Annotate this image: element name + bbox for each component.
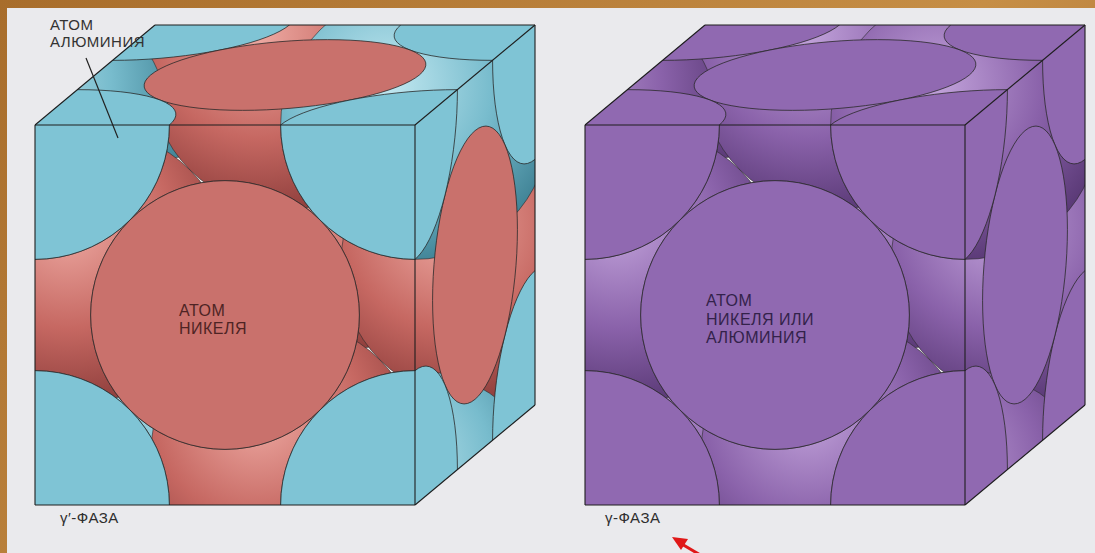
unit-cell xyxy=(0,0,676,553)
atom-name: АТОМ НИКЕЛЯ xyxy=(179,302,247,339)
cell-edge xyxy=(415,405,535,505)
atom-name: АТОМ НИКЕЛЯ ИЛИ АЛЮМИНИЯ xyxy=(706,292,820,347)
unit-cell xyxy=(444,0,1095,553)
cell-edge xyxy=(965,25,1085,125)
phase-caption: γ′-ФАЗА xyxy=(60,509,119,526)
cell-edge xyxy=(585,504,965,505)
phase-caption: γ-ФАЗА xyxy=(605,509,660,526)
cell-edge xyxy=(155,24,535,25)
cell-edge xyxy=(415,25,535,125)
cell-edge xyxy=(965,405,1085,505)
cell-edge xyxy=(534,25,535,405)
phase-cell: γ′-ФАЗААТОМ НИКЕЛЯ xyxy=(35,25,535,505)
atom-section xyxy=(641,181,910,450)
cell-edge xyxy=(964,125,965,505)
red-arrow xyxy=(672,537,702,553)
phase-cell: γ-ФАЗААТОМ НИКЕЛЯ ИЛИ АЛЮМИНИЯ xyxy=(585,25,1085,505)
cell-edge xyxy=(35,124,415,125)
cell-edge xyxy=(585,25,705,125)
atom-label-box: АТОМ НИКЕЛЯ ИЛИ АЛЮМИНИЯ xyxy=(706,292,820,347)
cell-edge xyxy=(414,125,415,505)
cell-edge xyxy=(1084,25,1085,405)
cell-edge xyxy=(705,24,1085,25)
atom-sphere xyxy=(641,181,910,450)
cell-edge xyxy=(585,124,965,125)
atom-label-box: АТОМ НИКЕЛЯ xyxy=(179,302,247,339)
atom-sphere xyxy=(91,181,360,450)
cell-edge xyxy=(34,125,35,505)
leader-line xyxy=(86,58,118,138)
cell-edge xyxy=(35,504,415,505)
cell-edge xyxy=(584,125,585,505)
atom-section xyxy=(91,181,360,450)
part-label: АТОМ АЛЮМИНИЯ xyxy=(50,16,145,51)
